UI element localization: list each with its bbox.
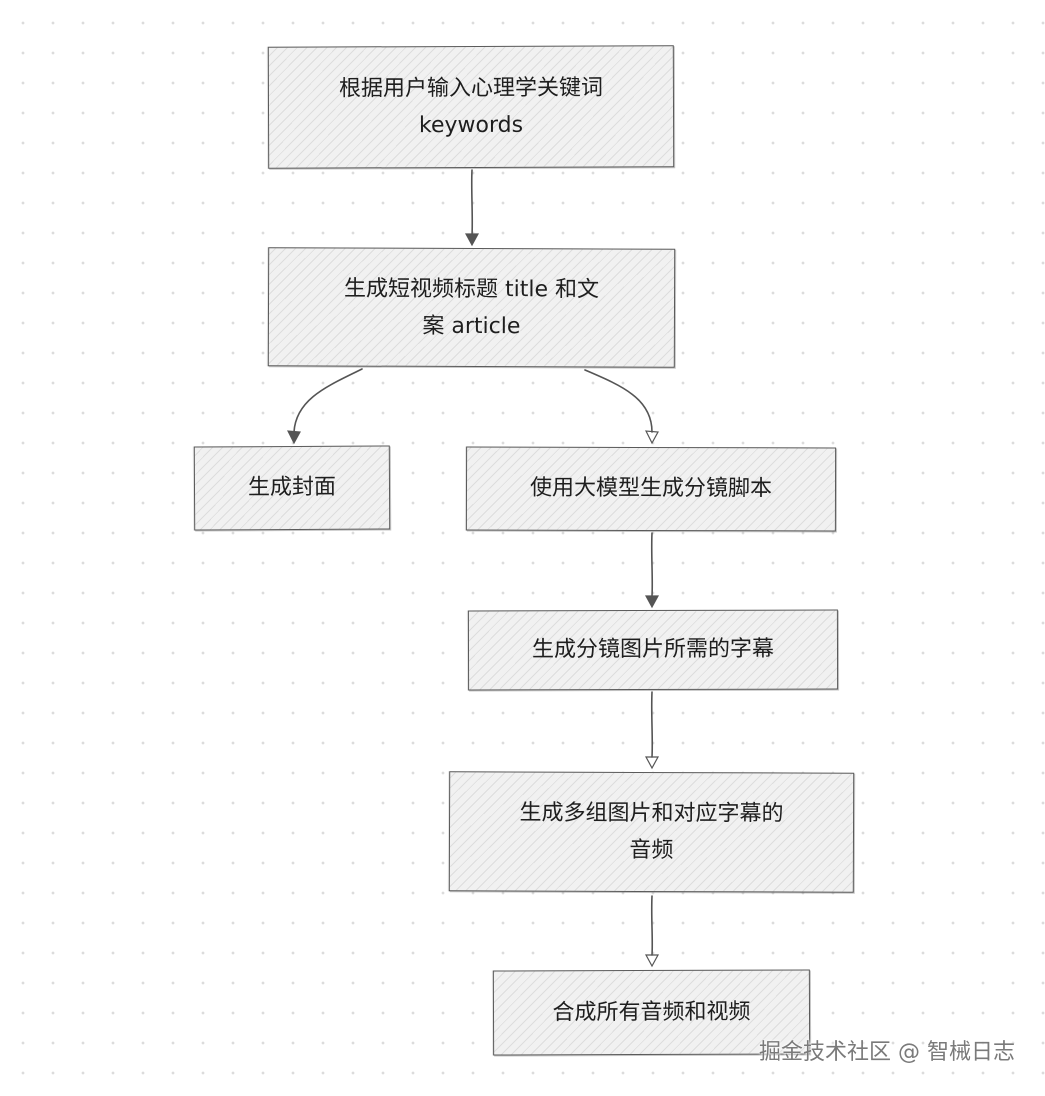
node-generate-images-audio[interactable]: 生成多组图片和对应字幕的 音频: [448, 771, 855, 893]
node-label-line: 音频: [629, 837, 674, 864]
node-label: 生成分镜图片所需的字幕: [520, 635, 786, 666]
node-generate-cover[interactable]: 生成封面: [193, 445, 391, 531]
edge-n6-n7: [650, 895, 654, 956]
edge-n5-n6: [650, 691, 654, 758]
edge-n2-n4: [584, 369, 653, 433]
node-generate-title-article[interactable]: 生成短视频标题 title 和文 案 article: [267, 247, 676, 368]
node-label-line: keywords: [418, 112, 524, 139]
node-label: 生成短视频标题 title 和文 案 article: [332, 270, 611, 345]
node-label: 合成所有音频和视频: [540, 997, 762, 1028]
node-generate-subtitles[interactable]: 生成分镜图片所需的字幕: [467, 609, 839, 691]
node-label: 使用大模型生成分镜脚本: [518, 474, 784, 505]
node-label: 生成多组图片和对应字幕的 音频: [507, 794, 795, 869]
node-label-line: 使用大模型生成分镜脚本: [529, 475, 773, 502]
arrowhead-n5-n6: [644, 756, 660, 770]
node-label-line: 案 article: [422, 313, 521, 339]
node-generate-storyboard-script[interactable]: 使用大模型生成分镜脚本: [465, 446, 837, 532]
arrowhead-n2-n4: [644, 430, 659, 445]
arrowhead-n2-n3: [286, 430, 301, 445]
node-label: 根据用户输入心理学关键词 keywords: [327, 69, 615, 144]
node-label-line: 生成短视频标题 title 和文: [344, 276, 600, 302]
arrowhead-n1-n2: [464, 233, 480, 247]
watermark: 掘金技术社区 @ 智械日志: [759, 1040, 1015, 1065]
arrowhead-n4-n5: [644, 595, 660, 609]
edge-n1-n2: [470, 169, 474, 237]
arrowhead-n6-n7: [644, 954, 660, 968]
node-label-line: 生成分镜图片所需的字幕: [531, 636, 775, 663]
node-label-line: 合成所有音频和视频: [552, 999, 751, 1025]
node-input-keywords[interactable]: 根据用户输入心理学关键词 keywords: [267, 45, 675, 169]
node-label: 生成封面: [236, 473, 348, 504]
edge-n4-n5: [650, 532, 654, 597]
node-label-line: 生成多组图片和对应字幕的: [519, 800, 784, 827]
node-label-line: 根据用户输入心理学关键词: [338, 75, 603, 102]
edge-n2-n3: [293, 368, 363, 433]
node-label-line: 生成封面: [247, 474, 337, 501]
